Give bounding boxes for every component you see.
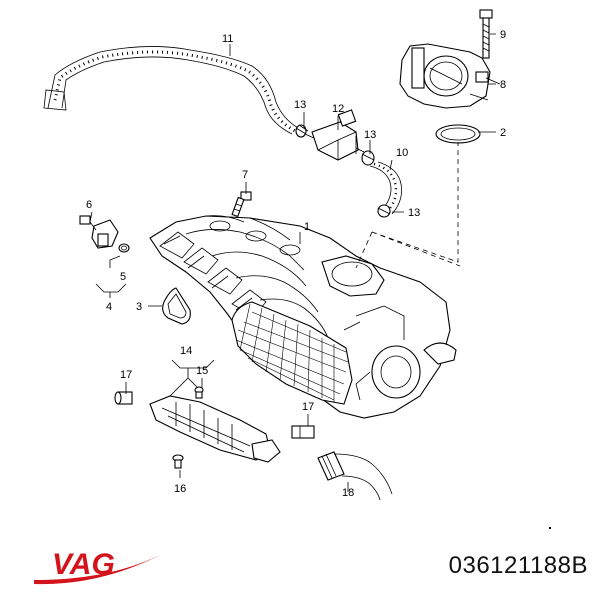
hose-10 xyxy=(369,161,402,215)
leader-lines xyxy=(89,33,496,492)
screw-16 xyxy=(172,454,184,469)
gasket-3 xyxy=(162,287,191,325)
valve-12 xyxy=(304,109,365,161)
bolt-9 xyxy=(479,9,493,59)
callout-2: 2 xyxy=(500,127,506,139)
corner-mark xyxy=(549,527,551,529)
hose-18 xyxy=(317,451,393,501)
gasket-2 xyxy=(435,124,481,144)
callout-14: 14 xyxy=(180,345,192,357)
callout-10: 10 xyxy=(396,147,408,159)
callout-12: 12 xyxy=(332,103,344,115)
callout-5: 5 xyxy=(120,271,126,283)
logo-swoosh xyxy=(34,554,162,585)
dashed-leader-lines xyxy=(355,142,461,269)
callout-9: 9 xyxy=(500,29,506,41)
callout-3: 3 xyxy=(136,301,142,313)
hose-clamp-13c xyxy=(377,204,391,218)
hose-clamp-13a xyxy=(295,124,309,138)
fuel-rail-14 xyxy=(149,395,281,463)
hose-clamp-13b xyxy=(361,150,375,166)
o-ring-5 xyxy=(118,243,130,253)
callout-7: 7 xyxy=(242,169,248,181)
intake-manifold-1 xyxy=(149,215,457,419)
plug-17b xyxy=(291,425,315,439)
callout-17b: 17 xyxy=(302,401,314,413)
plug-17a xyxy=(114,391,133,405)
callout-8: 8 xyxy=(500,79,506,91)
callout-1: 1 xyxy=(304,221,310,233)
callout-11: 11 xyxy=(222,33,233,45)
throttle-body-8 xyxy=(399,43,501,109)
logo-text: VAG xyxy=(52,548,115,581)
callout-4: 4 xyxy=(106,301,112,313)
callout-17a: 17 xyxy=(120,369,132,381)
bolt-7 xyxy=(231,191,252,218)
callout-13a: 13 xyxy=(294,99,306,111)
callout-13c: 13 xyxy=(408,207,420,219)
screw-15 xyxy=(194,386,204,399)
callout-15: 15 xyxy=(196,365,208,377)
breather-hose-11 xyxy=(43,46,299,135)
callout-6: 6 xyxy=(86,199,92,211)
sensor-6 xyxy=(79,215,119,249)
plenum-mesh xyxy=(235,303,349,402)
callout-labels: 11 9 8 2 13 12 13 10 13 7 6 1 5 4 3 14 1… xyxy=(86,29,506,499)
callout-18: 18 xyxy=(342,487,354,499)
callout-16: 16 xyxy=(174,483,186,495)
vag-logo: VAG xyxy=(30,540,170,590)
callout-13b: 13 xyxy=(364,129,376,141)
part-number: 036121188B xyxy=(448,552,588,579)
